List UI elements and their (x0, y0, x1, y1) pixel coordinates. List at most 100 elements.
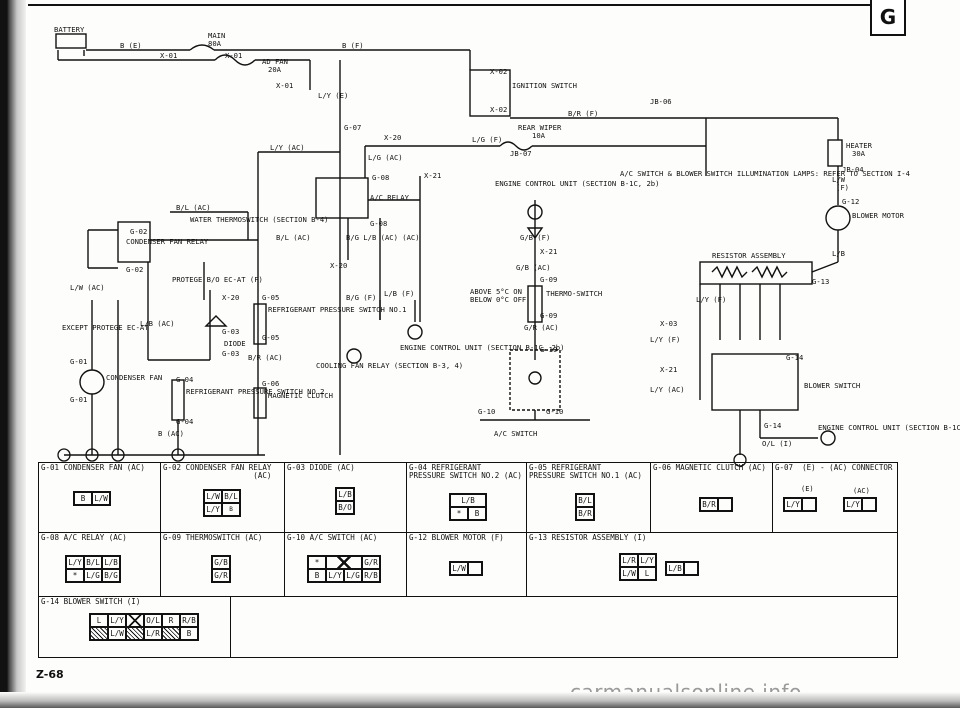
pin-block-ac: L/Y (843, 497, 877, 512)
pin: R/B (180, 614, 198, 627)
connector-caption: G-12 BLOWER MOTOR (F) (409, 533, 504, 542)
pin-block: G/B G/R (211, 555, 231, 583)
blower-motor-symbol (825, 205, 851, 231)
top-rule (28, 4, 870, 6)
pin: B/G (102, 569, 120, 582)
heater-amps: 30A (852, 149, 866, 158)
ad-fan-label: AD FAN (262, 57, 288, 66)
conn-g13: G-13 (812, 277, 829, 286)
wire-f-top: (F) (836, 183, 849, 192)
connector-caption: G-10 A/C SWITCH (AC) (287, 533, 378, 542)
pin: * (450, 507, 468, 520)
pin: L/B (102, 556, 120, 569)
connector-g08: G-08 A/C RELAY (AC) L/Y B/L L/B * L/G B/… (39, 533, 161, 597)
ignition-switch-body (469, 69, 511, 117)
connector-caption: G-04 REFRIGERANT PRESSURE SWITCH NO.2 (A… (409, 463, 522, 480)
pin: B/L (576, 494, 594, 507)
wire-lw-f: L/W (832, 175, 846, 184)
pin: B (222, 503, 240, 516)
sub-label-ac: (AC) (853, 487, 870, 495)
conn-x21-a: X-21 (424, 171, 441, 180)
wire-br-ac: B/R (AC) (248, 353, 283, 362)
ac-relay-label: A/C RELAY (370, 193, 410, 202)
pin: L (638, 567, 656, 580)
connector-caption: G-06 MAGNETIC CLUTCH (AC) (653, 463, 766, 472)
magnetic-clutch-symbol (253, 387, 267, 419)
pin-crossed (326, 556, 362, 569)
jb07-label: JB-07 (510, 149, 532, 158)
pin-hatched (162, 627, 180, 640)
condenser-fan-relay-label: CONDENSER FAN RELAY (126, 237, 209, 246)
pin: L/W (620, 567, 638, 580)
protege-label: PROTEGE B/O EC-AT (F) (172, 275, 263, 284)
pin: B (468, 507, 486, 520)
cooling-fan-relay-label: COOLING FAN RELAY (SECTION B-3, 4) (316, 361, 463, 370)
pin-block: * G/R B L/Y L/G R/B (307, 555, 381, 583)
blower-motor-label: BLOWER MOTOR (852, 211, 905, 220)
conn-x02-a: X-02 (490, 67, 507, 76)
pin-blank (718, 498, 732, 511)
ecu-center-label: ENGINE CONTROL UNIT (SECTION B-1C, 2b) (495, 179, 659, 188)
rear-wiper-fuse-symbol (499, 141, 533, 151)
blower-switch-box (711, 353, 799, 411)
wire-bg-f: B/G (F) (346, 293, 376, 302)
pin: L/W (204, 490, 222, 503)
connector-g09: G-09 THERMOSWITCH (AC) G/B G/R (161, 533, 285, 597)
wire-gb-f: G/B (F) (520, 233, 550, 242)
wire-bl-ac: B/L (AC) (176, 203, 211, 212)
pin-block: L/B * B (449, 493, 487, 521)
ecu-right-label: ENGINE CONTROL UNIT (SECTION B-1C, 2b) (818, 423, 960, 432)
thermo-switch-label: THERMO-SWITCH (546, 289, 602, 298)
refrigerant-switch-1-label: REFRIGERANT PRESSURE SWITCH NO.1 (268, 305, 406, 314)
conn-g10-top: G-10 (540, 345, 557, 354)
conn-g01-a: G-01 (70, 357, 87, 366)
conn-x01-a: X-01 (160, 51, 177, 60)
jb06-label: JB-06 (650, 97, 672, 106)
except-protege: EXCEPT PROTEGE EC-AT (62, 323, 149, 332)
sub-label-e: (E) (801, 485, 814, 493)
pin: L/Y (638, 554, 656, 567)
pin: L/B (336, 488, 354, 501)
conn-g05-b: G-05 (262, 333, 279, 342)
pin-block: B/L B/R (575, 493, 595, 521)
connector-caption: G-02 CONDENSER FAN RELAY (AC) (163, 463, 272, 480)
conn-g03: G-03 (222, 327, 239, 336)
pin: B/L (84, 556, 102, 569)
conn-g02-b: G-02 (126, 265, 143, 274)
diode-symbol (204, 315, 228, 327)
connector-caption: G-03 DIODE (AC) (287, 463, 355, 472)
pin: L/W (108, 627, 126, 640)
ignition-switch-label: IGNITION SWITCH (512, 81, 577, 90)
main-fuse-amps: 80A (208, 39, 222, 48)
pin: L/Y (66, 556, 84, 569)
ecu-left-ref (407, 324, 423, 340)
conn-g10-left: G-10 (478, 407, 495, 416)
battery-label: BATTERY (54, 25, 85, 34)
pin-blank (468, 562, 482, 575)
wire-lg-f: L/G (F) (472, 135, 502, 144)
scan-shadow-bottom (0, 692, 960, 708)
connector-g05: G-05 REFRIGERANT PRESSURE SWITCH NO.1 (A… (527, 463, 651, 533)
wire-lg-ac: L/G (AC) (368, 153, 403, 162)
wire-bg-lb: B/G L/B (AC) (AC) (346, 233, 420, 242)
connector-caption: G-05 REFRIGERANT PRESSURE SWITCH NO.1 (A… (529, 463, 642, 480)
ac-switch-lamp (528, 371, 542, 385)
wire-ol-i: O/L (I) (762, 439, 792, 448)
pin: R (162, 614, 180, 627)
pin: B/R (700, 498, 718, 511)
water-thermoswitch-label: WATER THERMOSWITCH (SECTION B-4) (190, 215, 328, 224)
pin: B (180, 627, 198, 640)
wire-b-ac: B (AC) (158, 429, 184, 438)
connector-caption: G-01 CONDENSER FAN (AC) (41, 463, 145, 472)
wire-ly-e: L/Y (E) (318, 91, 348, 100)
pin: L/G (344, 569, 362, 582)
resistor-assembly-label: RESISTOR ASSEMBLY (712, 251, 786, 260)
conn-g06: G-06 (262, 379, 279, 388)
pin: B/R (576, 507, 594, 520)
pin: L/R (144, 627, 162, 640)
battery-symbol (55, 33, 87, 49)
wire-lw-ac: L/W (AC) (70, 283, 105, 292)
page-number: Z-68 (36, 668, 64, 681)
scan-shadow-left (0, 0, 26, 708)
